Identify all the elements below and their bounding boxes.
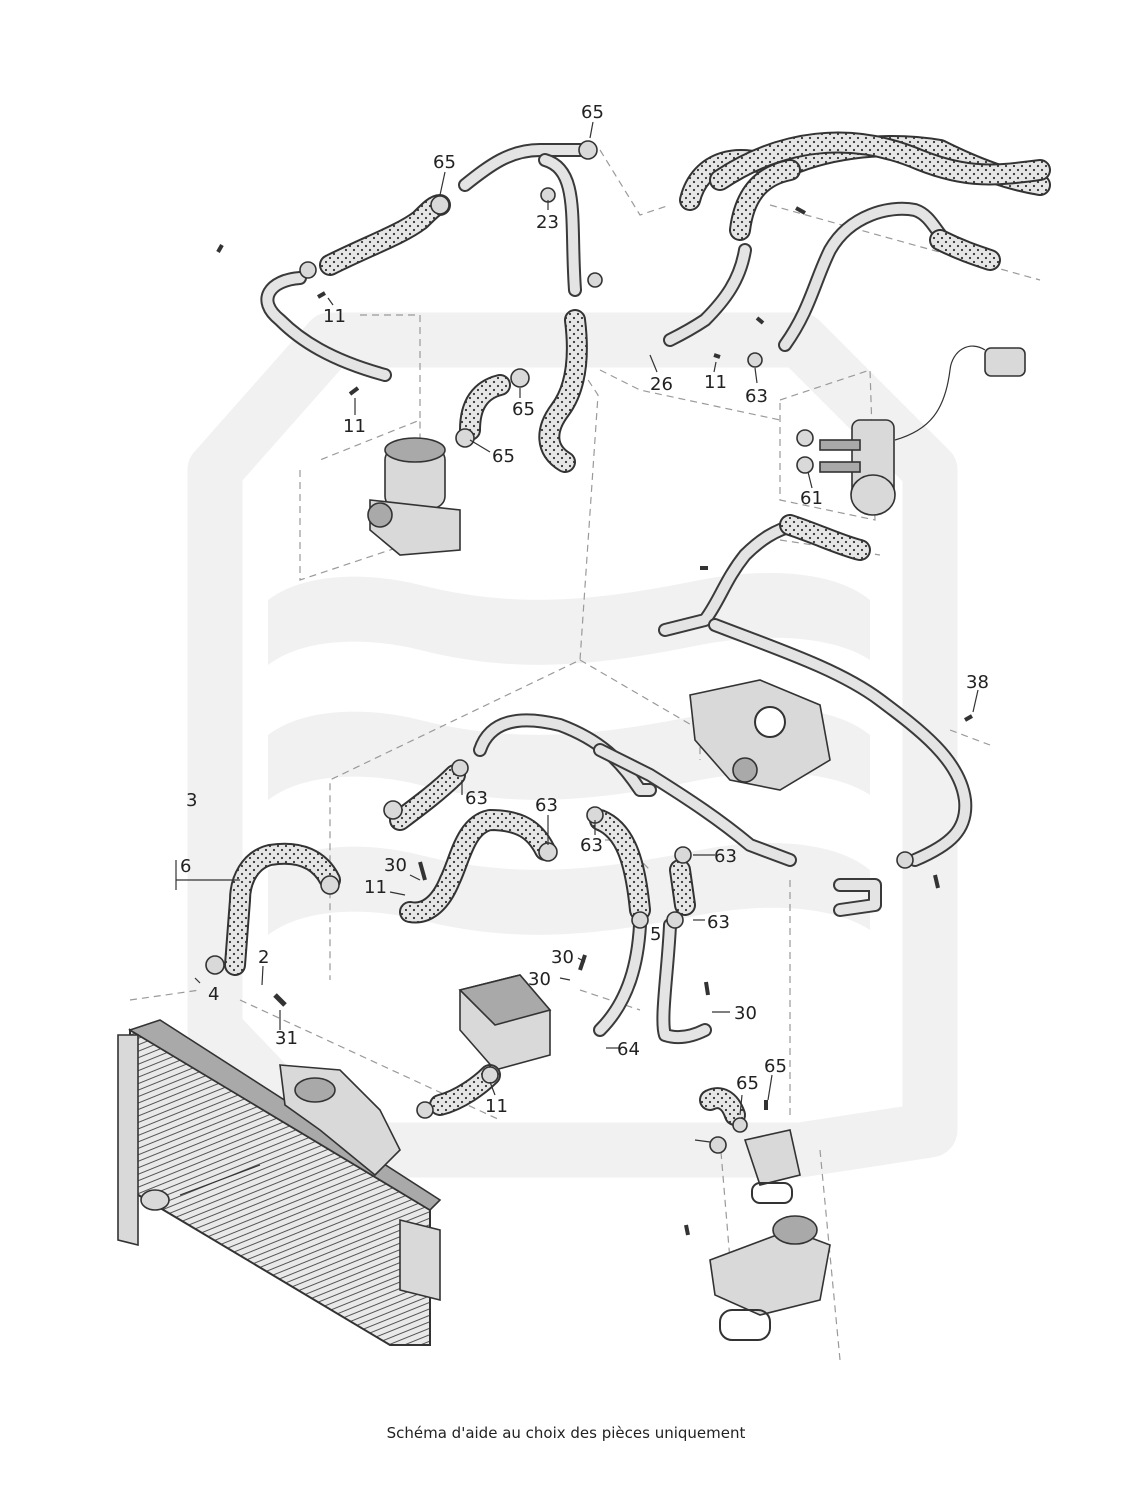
callout-63: 63 [745,386,768,407]
callout-11: 65 [764,1056,787,1077]
coolant-flange [279,1064,401,1177]
callout-30: 64 [617,1039,640,1060]
hose-clamps [205,140,914,1154]
callout-64: 11 [485,1096,508,1117]
leader-lines [175,121,979,1143]
callout-65: 65 [433,152,456,173]
heater-hoses-upper-right [679,131,1051,241]
callout-63: 63 [714,846,737,867]
thermostat-housing [709,1129,831,1341]
callout-38: 38 [966,672,989,693]
callout-6: 6 [180,856,191,877]
coolant-pipes-right [658,201,1001,867]
coolant-pipes-middle [224,713,882,1126]
callout-63: 63 [535,795,558,816]
callout-63: 63 [707,912,730,933]
callout-63: 63 [580,835,603,856]
callout-labels: 65 65 23 11 11 65 65 26 11 63 61 38 3 6 … [180,102,989,1117]
callout-61: 61 [800,488,823,509]
callout-11: 11 [323,306,346,327]
callout-3: 3 [186,790,197,811]
callout-11: 5 [650,924,661,945]
callout-26: 26 [650,374,673,395]
callout-65: 65 [581,102,604,123]
bolts [216,206,973,1236]
coolant-pump-housing [689,679,831,791]
callout-31: 30 [551,947,574,968]
callout-23: 23 [536,212,559,233]
oil-filter-housing [367,437,461,556]
callout-65: 65 [736,1073,759,1094]
callout-65: 65 [512,399,535,420]
diagram-caption: Schéma d'aide au choix des pièces unique… [386,1424,746,1442]
callout-30: 30 [528,969,551,990]
callout-4: 31 [275,1028,298,1049]
callout-65: 65 [492,446,515,467]
callout-30: 11 [364,877,387,898]
callout-30: 30 [734,1003,757,1024]
callout-63: 63 [465,788,488,809]
oil-cooler [458,974,552,1071]
callout-31: 30 [384,855,407,876]
callout-2: 4 [208,984,219,1005]
callout-11: 11 [704,372,727,393]
auxiliary-pump [819,345,1026,516]
callout-5: 2 [258,947,269,968]
callout-11: 11 [343,416,366,437]
